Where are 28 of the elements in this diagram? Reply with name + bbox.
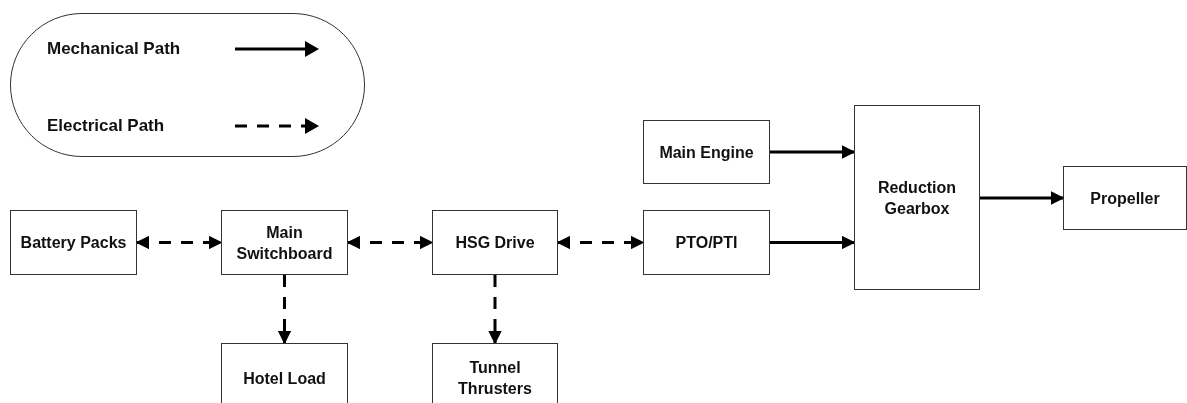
arrow: [277, 275, 292, 345]
box-label: Tunnel Thrusters: [457, 358, 533, 399]
box-label: Propeller: [1089, 188, 1161, 209]
box-label: Battery Packs: [19, 233, 128, 253]
process-box: [432, 343, 558, 403]
process-box: [1063, 166, 1187, 230]
process-box: [221, 210, 348, 275]
process-box: [221, 343, 348, 403]
arrow: [556, 235, 645, 250]
box-label: PTO/PTI: [674, 233, 739, 253]
arrow: [980, 191, 1065, 205]
arrow: [135, 235, 223, 250]
process-box: [643, 120, 770, 184]
process-box: [432, 210, 558, 275]
box-label: Hotel Load: [242, 368, 327, 389]
legend-label: Electrical Path: [47, 116, 165, 136]
legend-label: Mechanical Path: [47, 39, 181, 59]
box-label: Reduction Gearbox: [876, 177, 958, 219]
arrow: [770, 235, 856, 250]
box-label: HSG Drive: [454, 233, 536, 253]
arrow: [346, 235, 434, 250]
arrow: [488, 275, 502, 345]
arrow: [770, 145, 856, 159]
box-label: Main Engine: [658, 142, 755, 163]
process-box: [643, 210, 770, 275]
box-label: Main Switchboard: [235, 222, 334, 264]
process-box: [854, 105, 980, 290]
process-box: [10, 210, 137, 275]
